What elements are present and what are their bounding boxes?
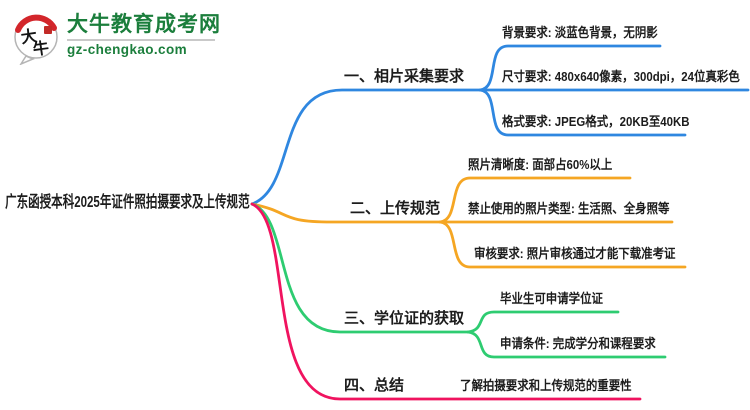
svg-text:大: 大 [20,26,39,47]
branch-3-child-2-line [466,330,667,359]
branch-4-line [250,202,642,401]
branch-node-3: 三、学位证的获取 [344,310,465,327]
branch-1-child-1: 背景要求: 淡蓝色背景，无阴影 [502,25,658,40]
root-node: 广东函授本科2025年证件照拍摄要求及上传规范 [5,194,250,211]
branch-3-child-1: 毕业生可申请学位证 [500,291,603,306]
branch-1-child-3-line [478,88,687,137]
branch-4-child-1: 了解拍摄要求和上传规范的重要性 [460,378,632,393]
branch-1-child-1-line [478,44,662,92]
branch-2-child-3: 审核要求: 照片审核通过才能下载准考证 [474,246,676,261]
branch-1-child-2: 尺寸要求: 480x640像素，300dpi，24位真彩色 [502,69,740,84]
branch-2-child-1: 照片清晰度: 面部占60%以上 [468,157,613,172]
branch-2-child-3-line [438,220,687,269]
branch-2-line [250,202,674,224]
branch-2-child-2: 禁止使用的照片类型: 生活照、全身照等 [468,201,670,216]
site-logo: 大 牛 大牛教育成考网 gz-chengkao.com [12,13,221,65]
bull-speech-bubble-icon: 大 牛 [14,14,58,65]
site-name: 大牛教育成考网 [67,13,221,36]
logo-divider [67,39,215,41]
branch-2-child-1-line [438,176,632,224]
branch-node-2: 二、上传规范 [350,200,441,217]
site-domain: gz-chengkao.com [67,42,188,57]
branch-node-4: 四、总结 [344,377,405,394]
branch-1-line [250,88,750,206]
branch-1-child-3: 格式要求: JPEG格式，20KB至40KB [502,114,690,129]
branch-3-line [250,202,470,334]
branch-node-1: 一、相片采集要求 [344,68,465,85]
branch-3-child-2: 申请条件: 完成学分和课程要求 [500,336,656,351]
branch-3-child-1-line [466,310,620,334]
svg-text:牛: 牛 [32,38,51,59]
